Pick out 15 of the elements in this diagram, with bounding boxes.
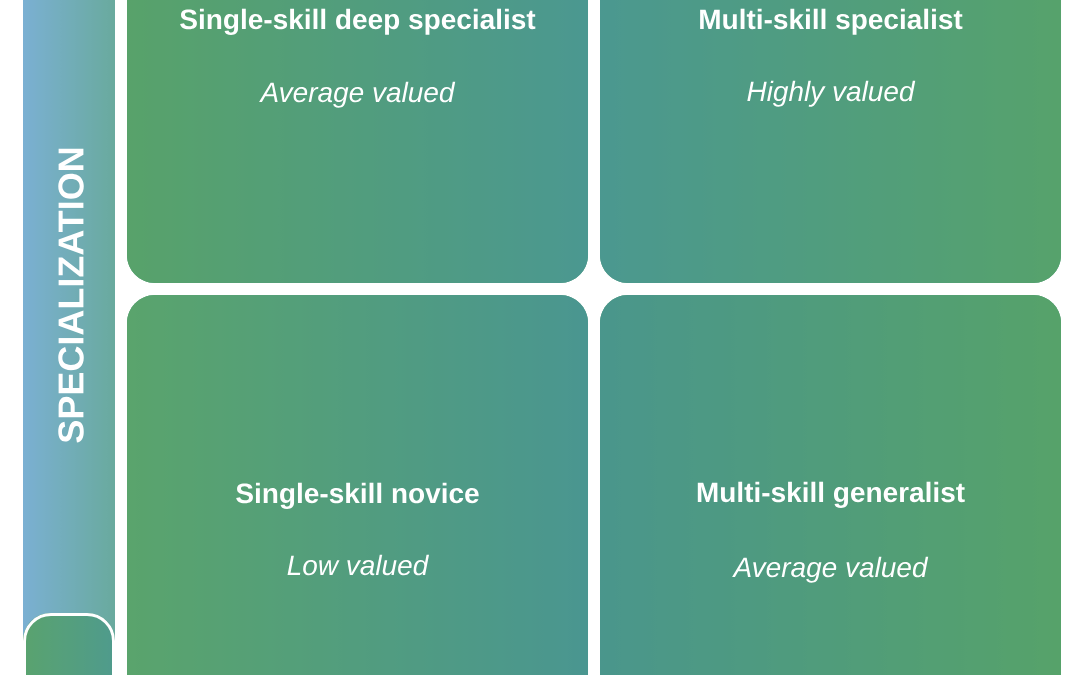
axis-band	[23, 0, 115, 675]
rounded-tab	[23, 613, 115, 675]
quadrant-box	[600, 0, 1061, 283]
quadrant-title: Multi-skill generalist	[697, 481, 965, 508]
quadrant-title: Multi-skill specialist	[700, 8, 963, 35]
quadrant-box	[127, 0, 588, 283]
quadrant-title: Single-skill novice	[236, 482, 479, 509]
value-label: Average valued	[732, 556, 929, 583]
value-label: Average valued	[259, 81, 456, 108]
quadrant-box	[600, 295, 1061, 675]
axis-label: SPECIALIZATION	[58, 148, 84, 443]
quadrant-title: Single-skill deep specialist	[180, 8, 536, 35]
value-label: Highly valued	[747, 80, 916, 107]
value-label: Low valued	[287, 554, 429, 576]
quadrant-box	[127, 295, 588, 675]
